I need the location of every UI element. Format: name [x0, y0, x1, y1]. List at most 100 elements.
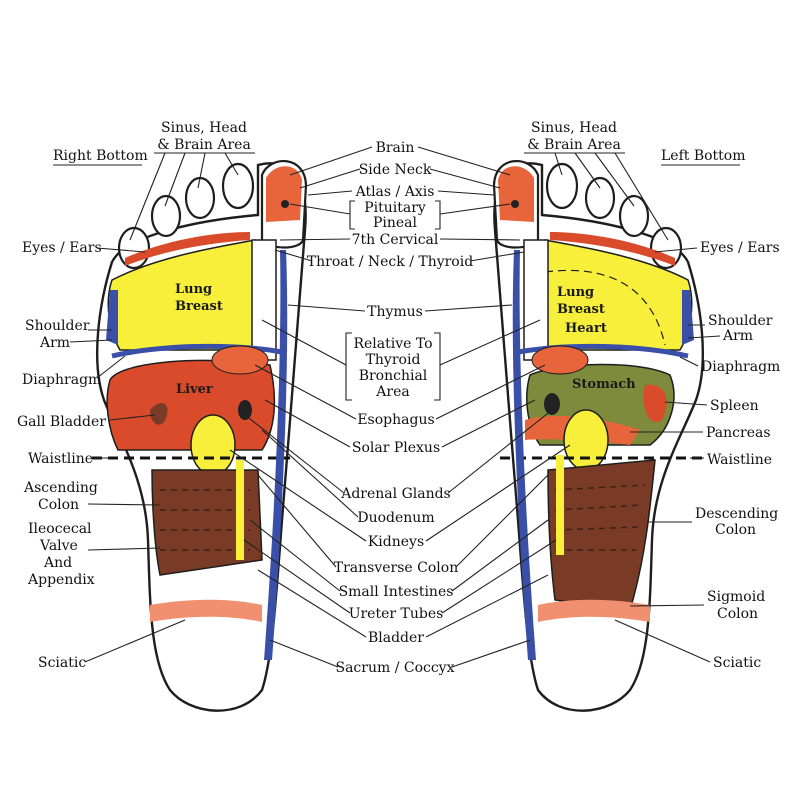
left-spine-strip	[512, 250, 536, 660]
leader-sacrum-right	[269, 639, 339, 668]
leader-adrenal-left	[447, 409, 553, 494]
leader-thymus-left	[424, 304, 513, 312]
label-ileocecal-4: Appendix	[27, 572, 95, 588]
label-thymus: Thymus	[367, 304, 423, 320]
leader-atlas-left	[437, 190, 495, 196]
right-diaphragm-line	[111, 343, 283, 359]
label-duodenum: Duodenum	[357, 510, 434, 526]
right-esophagus-zone	[211, 345, 269, 375]
leader-solar-left	[441, 399, 536, 448]
leader-atlas-right	[307, 190, 353, 196]
leader-small-right	[249, 519, 341, 592]
label-relative-3: Bronchial	[359, 368, 428, 384]
right-liver-zone	[106, 359, 276, 451]
leader-arm-left	[687, 335, 721, 339]
label-side-neck: Side Neck	[359, 162, 432, 178]
label-sinus-right-2: & Brain Area	[157, 137, 251, 153]
leader-duodenum-right	[261, 429, 359, 518]
leader-side-neck-left	[429, 168, 501, 189]
label-relative-4: Area	[375, 384, 409, 400]
leader-eyes-left	[654, 247, 698, 253]
left-throat-strip	[523, 239, 549, 361]
leader-transverse-left	[455, 474, 549, 568]
leader-thymus-right	[287, 304, 366, 312]
right-brain-zone	[266, 166, 302, 222]
label-sinus-right-1: Sinus, Head	[161, 120, 247, 136]
left-sciatic-band	[538, 599, 650, 622]
zone-lung-right-1: Lung	[175, 282, 212, 297]
label-bladder: Bladder	[368, 630, 424, 646]
label-sciatic-left: Sciatic	[713, 655, 761, 671]
right-toe-4	[150, 194, 182, 238]
leader-eyes-right	[96, 247, 146, 253]
label-sinus-left-1: Sinus, Head	[531, 120, 617, 136]
label-ileocecal-1: Ileocecal	[28, 521, 92, 537]
right-ureter-tube	[236, 460, 244, 560]
leader-relative-right	[261, 319, 347, 366]
leader-kidneys-right	[229, 449, 367, 542]
leader-brain-right	[289, 146, 373, 176]
label-sinus-left-2: & Brain Area	[527, 137, 621, 153]
right-colon-stripes	[160, 489, 250, 551]
leader-diaphragm-right	[96, 355, 126, 379]
label-ascending-1: Ascending	[23, 480, 98, 496]
leader-ureter-left	[441, 539, 557, 614]
left-diaphragm-line	[517, 343, 689, 359]
leader-esophagus-right	[254, 364, 357, 420]
label-pituitary-2: Pineal	[373, 215, 418, 231]
leader-brain-left	[417, 146, 511, 176]
label-sciatic-right: Sciatic	[38, 655, 86, 671]
right-eyes-band	[125, 232, 250, 266]
leader-sacrum-left	[451, 639, 531, 668]
label-ascending-2: Colon	[38, 497, 79, 513]
leader-throat-right	[274, 249, 313, 262]
leader-ascending	[87, 503, 161, 506]
header-left-bottom: Left Bottom	[661, 148, 746, 164]
left-kidney-zone	[563, 409, 609, 471]
label-descending-2: Colon	[715, 522, 756, 538]
label-pituitary-1: Pituitary	[364, 200, 426, 216]
left-eyes-band	[550, 232, 675, 266]
right-toe-2	[221, 162, 255, 210]
leader-kidneys-left	[425, 444, 571, 542]
leader-sinus-left	[554, 152, 669, 241]
leader-seventh-left	[439, 238, 521, 241]
right-sciatic-band	[150, 599, 262, 622]
label-diaphragm-right: Diaphragm	[22, 372, 101, 388]
zone-lung-right-2: Breast	[175, 299, 223, 314]
label-relative-1: Relative To	[353, 336, 432, 352]
zone-lung-left-2: Breast	[557, 302, 605, 317]
label-shoulder-right-2: Arm	[39, 335, 70, 351]
leader-bladder-left	[425, 574, 549, 638]
label-sacrum: Sacrum / Coccyx	[335, 660, 454, 676]
leader-pituitary-left	[439, 203, 511, 215]
label-waistline-left: Waistline	[707, 452, 772, 468]
leader-ureter-right	[243, 539, 351, 614]
leader-side-neck-right	[299, 168, 361, 189]
right-toe-3	[184, 176, 216, 220]
label-small-intestines: Small Intestines	[339, 584, 454, 600]
label-throat: Throat / Neck / Thyroid	[307, 254, 473, 270]
left-brain-zone	[498, 166, 534, 222]
bracket-pituitary-left	[349, 200, 355, 230]
label-solar-plexus: Solar Plexus	[352, 440, 440, 456]
label-shoulder-left-2: Arm	[722, 328, 753, 344]
right-foot	[92, 160, 308, 712]
left-esophagus-zone	[531, 345, 589, 375]
leader-transverse-right	[257, 474, 337, 568]
left-heart-dash	[544, 269, 666, 346]
leader-arm-right	[69, 339, 113, 343]
right-pituitary-dot	[281, 200, 289, 208]
left-foot	[492, 160, 705, 712]
label-gall-bladder: Gall Bladder	[17, 414, 106, 430]
leader-spleen	[664, 401, 708, 406]
leader-sinus-right	[129, 152, 239, 241]
label-brain: Brain	[376, 140, 415, 156]
zone-lung-left-3: Heart	[565, 321, 607, 336]
leader-small-left	[451, 519, 549, 592]
left-colon-stripes	[554, 484, 646, 551]
leader-sciatic-left	[614, 619, 711, 663]
leader-ileocecal	[87, 547, 161, 551]
header-right-bottom: Right Bottom	[53, 148, 148, 164]
